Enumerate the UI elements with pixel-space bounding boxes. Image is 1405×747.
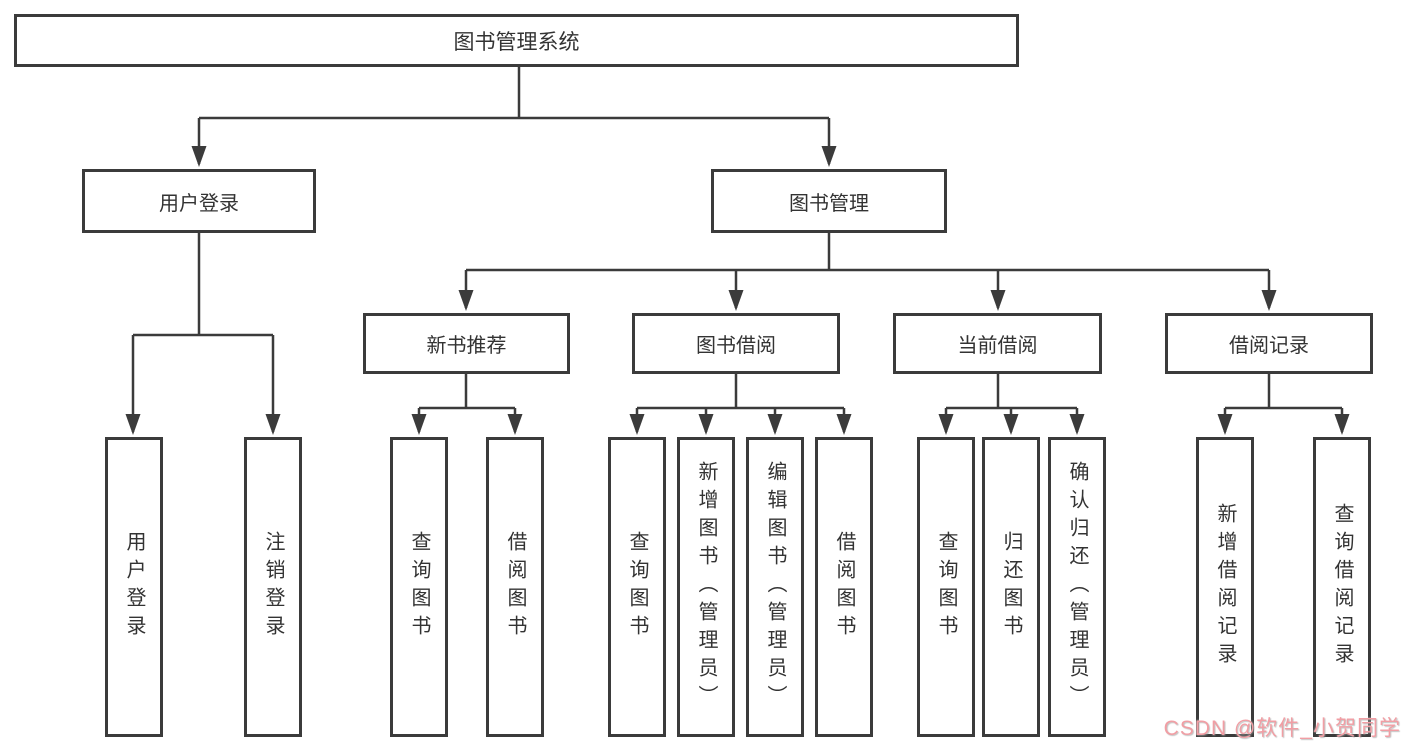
leaf-add-borrow-record: 新增借阅记录	[1196, 437, 1254, 737]
leaf-query-books-recommend: 查询图书	[390, 437, 448, 737]
node-current-borrow: 当前借阅	[893, 313, 1102, 374]
arrowheads-user-login	[125, 414, 281, 435]
leaf-label: 查询借阅记录	[1331, 503, 1353, 671]
leaf-borrow-books-recommend: 借阅图书	[486, 437, 544, 737]
arrowheads-level2	[191, 146, 837, 167]
edge-new-book-rec-to-leaves	[417, 374, 517, 432]
node-book-management-label: 图书管理	[789, 192, 869, 215]
leaf-confirm-return-admin: 确认归还（管理员）	[1048, 437, 1106, 737]
edge-root-to-level2	[197, 66, 831, 164]
edge-book-borrow-to-leaves	[635, 374, 846, 432]
node-borrow-record: 借阅记录	[1165, 313, 1373, 374]
leaf-logout: 注销登录	[244, 437, 302, 737]
arrowheads-leaves	[411, 414, 1350, 435]
node-book-management: 图书管理	[711, 169, 947, 233]
leaf-label: 查询图书	[408, 531, 430, 643]
leaf-query-books-borrow: 查询图书	[608, 437, 666, 737]
node-user-login: 用户登录	[82, 169, 316, 233]
leaf-label: 归还图书	[1000, 531, 1022, 643]
leaf-label: 注销登录	[262, 531, 284, 643]
leaf-return-books: 归还图书	[982, 437, 1040, 737]
leaf-edit-books-admin: 编辑图书（管理员）	[746, 437, 804, 737]
leaf-label: 新增图书（管理员）	[695, 461, 717, 713]
node-root-system: 图书管理系统	[14, 14, 1019, 67]
leaf-label: 确认归还（管理员）	[1066, 461, 1088, 713]
edge-user-login-to-leaves	[131, 233, 275, 432]
edge-book-mgmt-to-level3	[464, 233, 1271, 308]
leaf-query-books-current: 查询图书	[917, 437, 975, 737]
leaf-label: 编辑图书（管理员）	[764, 461, 786, 713]
node-borrow-record-label: 借阅记录	[1229, 335, 1309, 357]
leaf-query-borrow-record: 查询借阅记录	[1313, 437, 1371, 737]
leaf-label: 借阅图书	[504, 531, 526, 643]
leaf-label: 用户登录	[123, 531, 145, 643]
leaf-label: 新增借阅记录	[1214, 503, 1236, 671]
node-book-borrow-label: 图书借阅	[696, 335, 776, 357]
node-root-label: 图书管理系统	[453, 30, 580, 54]
node-new-book-recommend: 新书推荐	[363, 313, 570, 374]
leaf-user-login: 用户登录	[105, 437, 163, 737]
leaf-label: 查询图书	[626, 531, 648, 643]
node-current-borrow-label: 当前借阅	[957, 335, 1038, 357]
leaf-label: 查询图书	[935, 531, 957, 643]
leaf-label: 借阅图书	[833, 531, 855, 643]
node-book-borrow: 图书借阅	[632, 313, 840, 374]
edge-borrow-record-to-leaves	[1223, 374, 1344, 432]
node-new-book-recommend-label: 新书推荐	[426, 335, 507, 357]
csdn-watermark: CSDN @软件_小贺同学	[1163, 717, 1401, 740]
node-user-login-label: 用户登录	[159, 192, 239, 215]
leaf-add-books-admin: 新增图书（管理员）	[677, 437, 735, 737]
leaf-borrow-books: 借阅图书	[815, 437, 873, 737]
arrowheads-level3	[458, 290, 1277, 311]
